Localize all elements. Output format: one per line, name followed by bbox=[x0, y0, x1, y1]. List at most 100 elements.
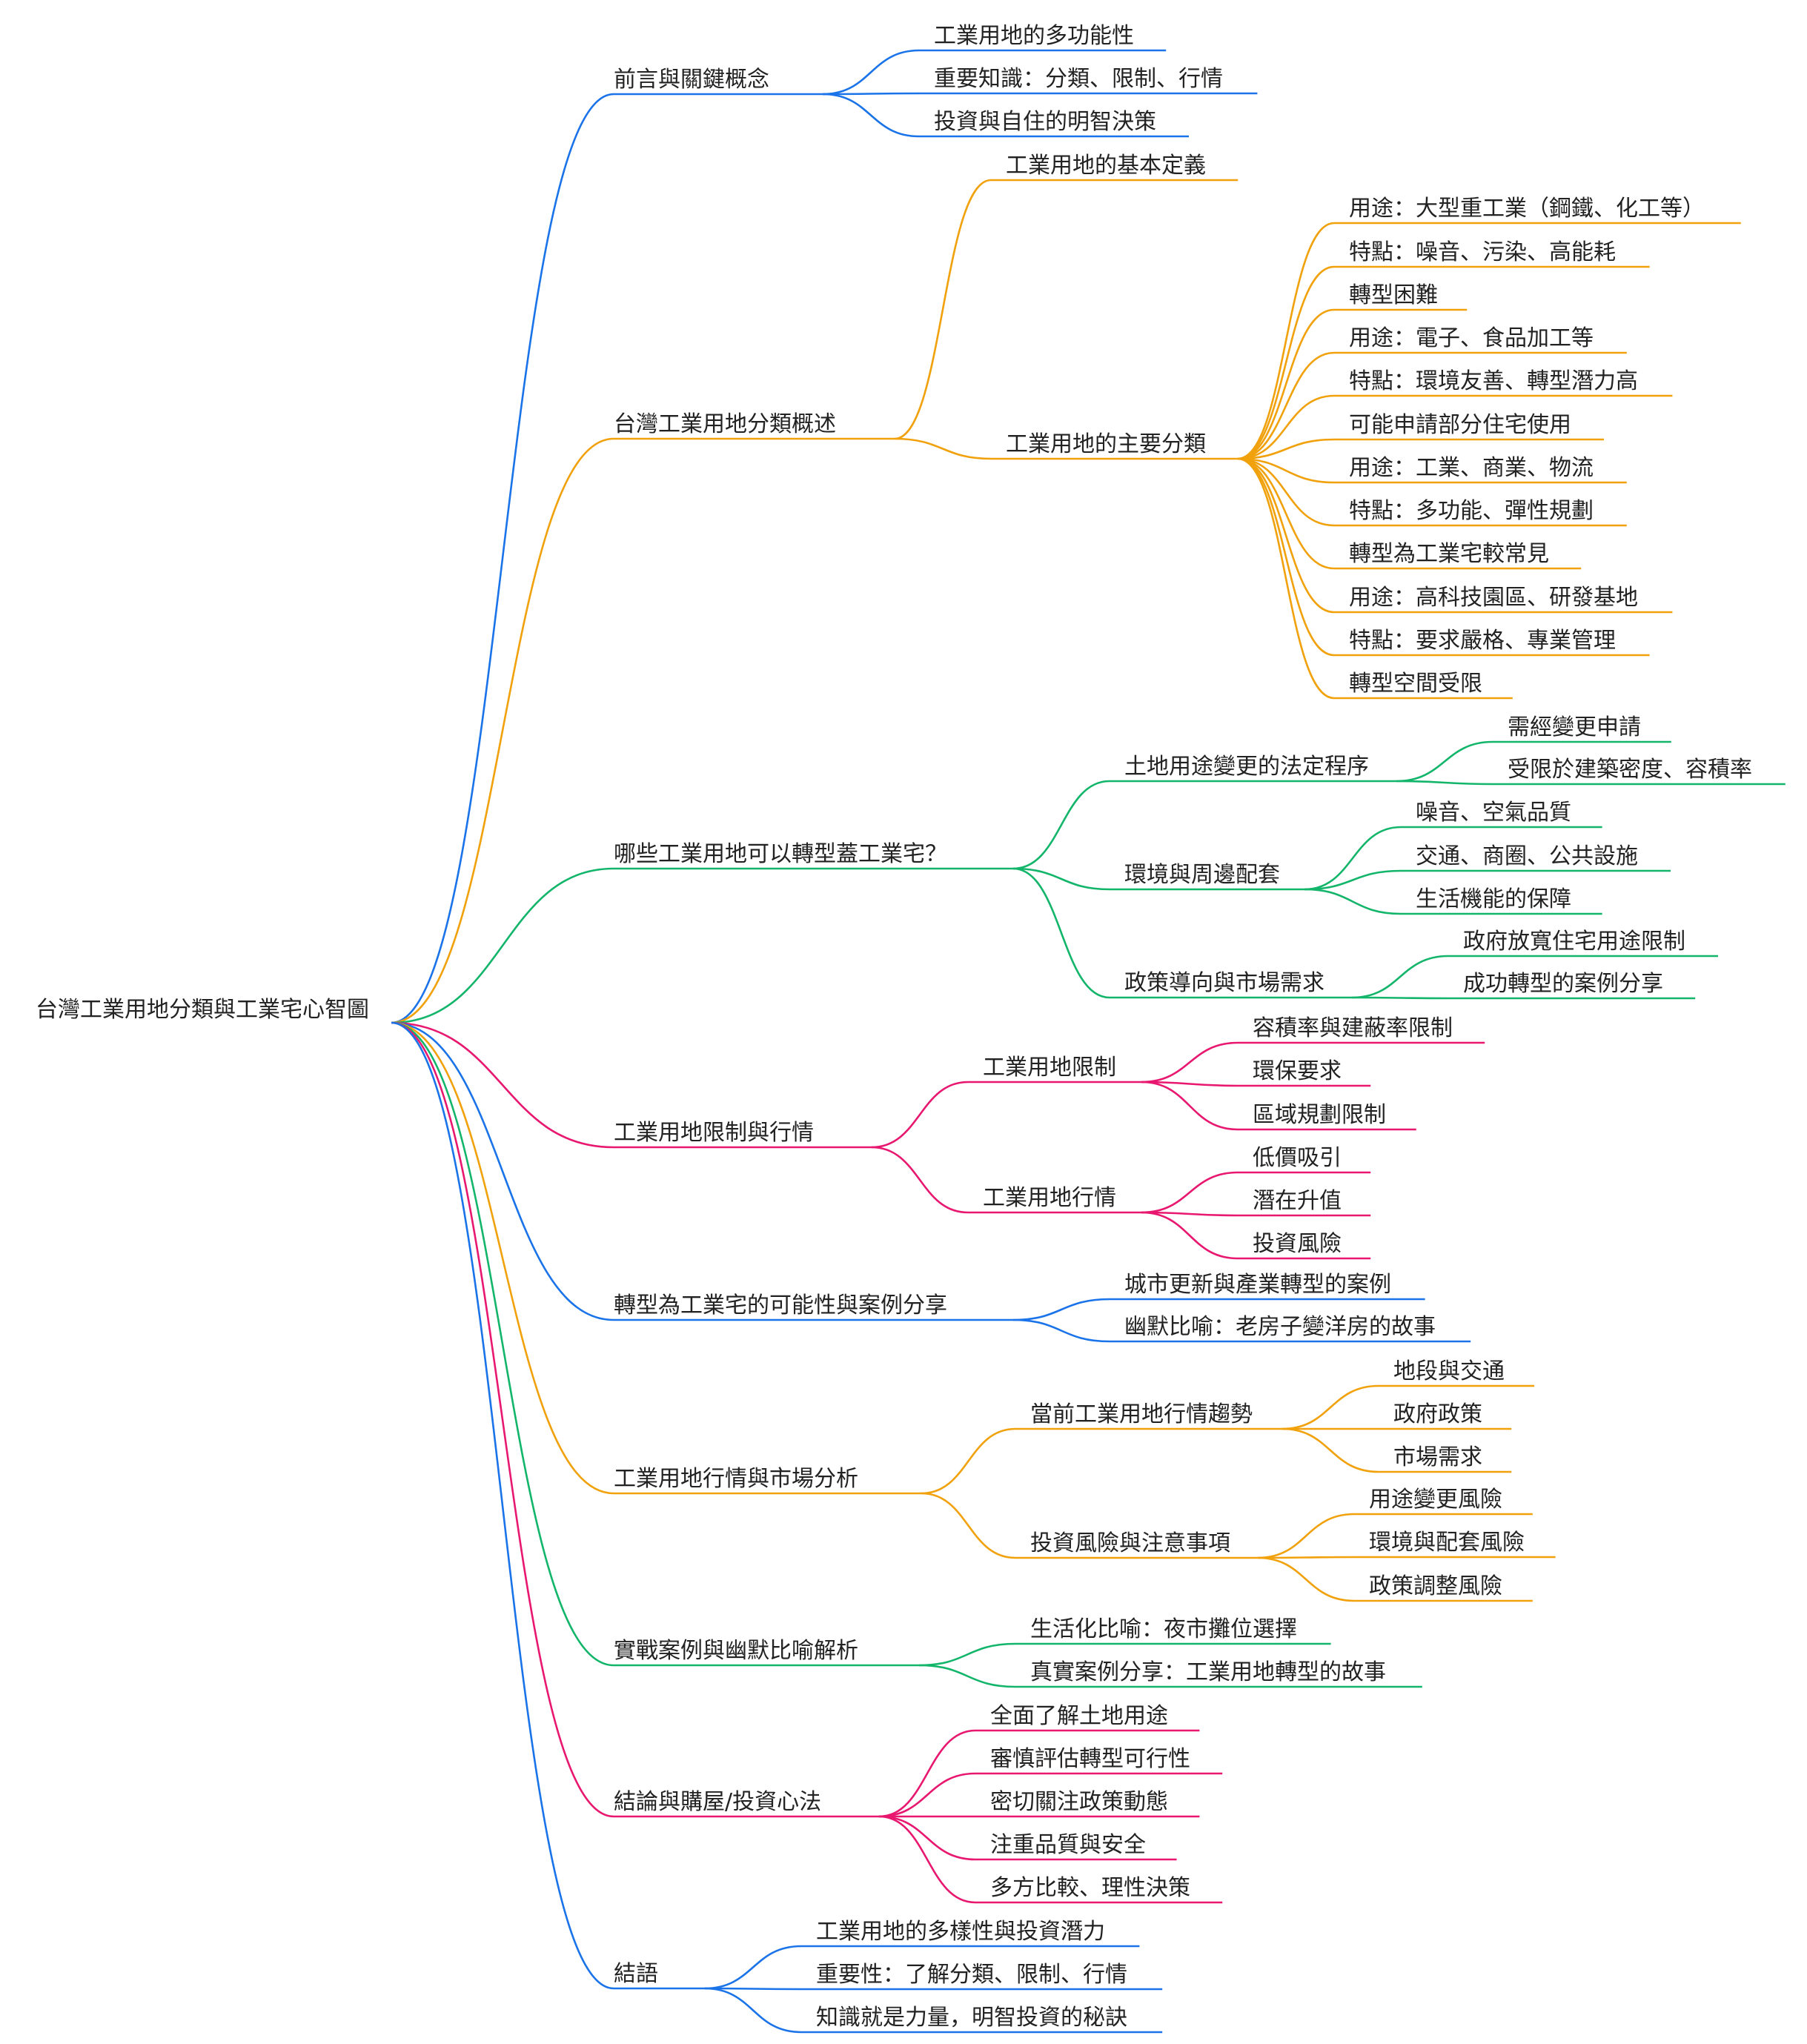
sub-edge bbox=[1012, 1298, 1110, 1321]
sub-edge bbox=[918, 1664, 1016, 1688]
sub-edge bbox=[704, 1987, 802, 1991]
branch-label: 結論與購屋/投資心法 bbox=[614, 1789, 821, 1815]
sub-edge bbox=[822, 93, 920, 138]
sub-label: 工業用地的多功能性 bbox=[934, 23, 1134, 49]
branch-edge bbox=[391, 1021, 614, 1667]
branch-label: 工業用地行情與市場分析 bbox=[614, 1466, 858, 1492]
leaf-label: 噪音、空氣品質 bbox=[1416, 800, 1571, 826]
sub-edge bbox=[1012, 780, 1110, 870]
sub-edge bbox=[1012, 1318, 1110, 1343]
branch-label: 哪些工業用地可以轉型蓋工業宅？ bbox=[614, 841, 947, 867]
sub-label: 重要性：了解分類、限制、行情 bbox=[816, 1962, 1127, 1988]
leaf-label: 市場需求 bbox=[1393, 1444, 1482, 1470]
leaf-edge bbox=[1396, 780, 1493, 786]
sub-label: 工業用地的基本定義 bbox=[1006, 153, 1206, 179]
sub-edge bbox=[918, 1642, 1016, 1667]
edge-layer bbox=[391, 49, 1493, 2034]
sub-edge bbox=[894, 437, 992, 460]
branch-edge bbox=[391, 867, 614, 1024]
sub-label: 注重品質與安全 bbox=[990, 1832, 1146, 1858]
sub-edge bbox=[822, 49, 920, 96]
leaf-label: 用途：高科技園區、研發基地 bbox=[1349, 585, 1638, 611]
leaf-edge bbox=[1282, 1427, 1379, 1473]
sub-edge bbox=[921, 1427, 1016, 1495]
sub-label: 重要知識：分類、限制、行情 bbox=[934, 66, 1223, 92]
leaf-edge bbox=[1257, 1556, 1355, 1559]
leaf-edge bbox=[1304, 888, 1402, 915]
sub-label: 真實案例分享：工業用地轉型的故事 bbox=[1030, 1659, 1386, 1685]
leaf-edge bbox=[1237, 308, 1335, 460]
sub-label: 工業用地的多樣性與投資潛力 bbox=[816, 1919, 1105, 1945]
leaf-label: 地段與交通 bbox=[1393, 1358, 1505, 1384]
sub-label: 密切關注政策動態 bbox=[990, 1789, 1168, 1815]
leaf-label: 特點：環境友善、轉型潛力高 bbox=[1349, 368, 1638, 394]
leaf-edge bbox=[1237, 457, 1335, 527]
sub-edge bbox=[878, 1729, 976, 1818]
leaf-edge bbox=[1237, 351, 1335, 460]
leaf-label: 潛在升值 bbox=[1253, 1188, 1342, 1214]
sub-edge bbox=[921, 1492, 1016, 1559]
leaf-label: 政策調整風險 bbox=[1369, 1573, 1502, 1599]
leaf-edge bbox=[1257, 1556, 1355, 1602]
leaf-edge bbox=[1237, 394, 1335, 460]
sub-label: 多方比較、理性決策 bbox=[990, 1875, 1190, 1901]
leaf-label: 用途變更風險 bbox=[1369, 1487, 1502, 1513]
sub-label: 工業用地的主要分類 bbox=[1006, 431, 1206, 457]
leaf-edge bbox=[1141, 1211, 1239, 1260]
leaf-edge bbox=[1304, 826, 1402, 891]
leaf-label: 用途：電子、食品加工等 bbox=[1349, 325, 1594, 351]
leaf-edge bbox=[1237, 265, 1335, 460]
sub-edge bbox=[1012, 867, 1110, 999]
leaf-edge bbox=[1237, 457, 1335, 614]
sub-edge bbox=[871, 1146, 969, 1214]
root-node-label: 台灣工業用地分類與工業宅心智圖 bbox=[36, 997, 369, 1023]
sub-edge bbox=[871, 1081, 969, 1149]
branch-label: 結語 bbox=[614, 1961, 658, 1987]
leaf-label: 用途：工業、商業、物流 bbox=[1349, 455, 1594, 481]
leaf-edge bbox=[1282, 1384, 1379, 1430]
sub-label: 知識就是力量，明智投資的秘訣 bbox=[816, 2005, 1127, 2031]
leaf-edge bbox=[1237, 438, 1335, 460]
branch-edge bbox=[391, 1021, 614, 1990]
sub-edge bbox=[704, 1945, 802, 1990]
branch-edge bbox=[391, 1021, 614, 1321]
sub-label: 生活化比喻：夜市攤位選擇 bbox=[1030, 1616, 1297, 1642]
leaf-edge bbox=[1237, 222, 1335, 460]
leaf-label: 環境與配套風險 bbox=[1369, 1530, 1525, 1556]
leaf-label: 成功轉型的案例分享 bbox=[1463, 971, 1663, 997]
leaf-label: 交通、商圈、公共設施 bbox=[1416, 843, 1638, 869]
leaf-label: 轉型為工業宅較常見 bbox=[1349, 541, 1549, 567]
sub-label: 投資風險與注意事項 bbox=[1030, 1530, 1230, 1556]
leaf-edge bbox=[1141, 1081, 1239, 1087]
leaf-label: 投資風險 bbox=[1253, 1231, 1342, 1257]
sub-label: 環境與周邊配套 bbox=[1124, 862, 1280, 888]
leaf-edge bbox=[1257, 1513, 1355, 1559]
leaf-label: 生活機能的保障 bbox=[1416, 886, 1571, 912]
sub-edge bbox=[704, 1987, 802, 2034]
leaf-edge bbox=[1141, 1081, 1239, 1131]
sub-label: 當前工業用地行情趨勢 bbox=[1030, 1401, 1253, 1427]
leaf-label: 需經變更申請 bbox=[1508, 714, 1641, 740]
leaf-edge bbox=[1304, 869, 1402, 891]
sub-label: 全面了解土地用途 bbox=[990, 1703, 1168, 1729]
branch-label: 實戰案例與幽默比喻解析 bbox=[614, 1638, 858, 1664]
sub-edge bbox=[1012, 867, 1110, 891]
leaf-edge bbox=[1351, 955, 1449, 999]
sub-label: 工業用地限制 bbox=[983, 1055, 1116, 1081]
sub-edge bbox=[878, 1815, 976, 1904]
leaf-label: 容積率與建蔽率限制 bbox=[1253, 1015, 1453, 1041]
branch-label: 轉型為工業宅的可能性與案例分享 bbox=[614, 1293, 947, 1318]
sub-label: 政策導向與市場需求 bbox=[1124, 970, 1324, 996]
branch-label: 工業用地限制與行情 bbox=[614, 1120, 814, 1146]
sub-edge bbox=[894, 179, 992, 440]
leaf-label: 可能申請部分住宅使用 bbox=[1349, 412, 1571, 438]
leaf-edge bbox=[1237, 457, 1335, 484]
leaf-edge bbox=[1396, 740, 1493, 783]
sub-edge bbox=[878, 1815, 976, 1861]
sub-edge bbox=[822, 92, 920, 96]
branch-edge bbox=[391, 1021, 614, 1149]
leaf-label: 特點：要求嚴格、專業管理 bbox=[1349, 628, 1616, 654]
branch-edge bbox=[391, 93, 614, 1024]
leaf-label: 特點：多功能、彈性規劃 bbox=[1349, 498, 1594, 524]
